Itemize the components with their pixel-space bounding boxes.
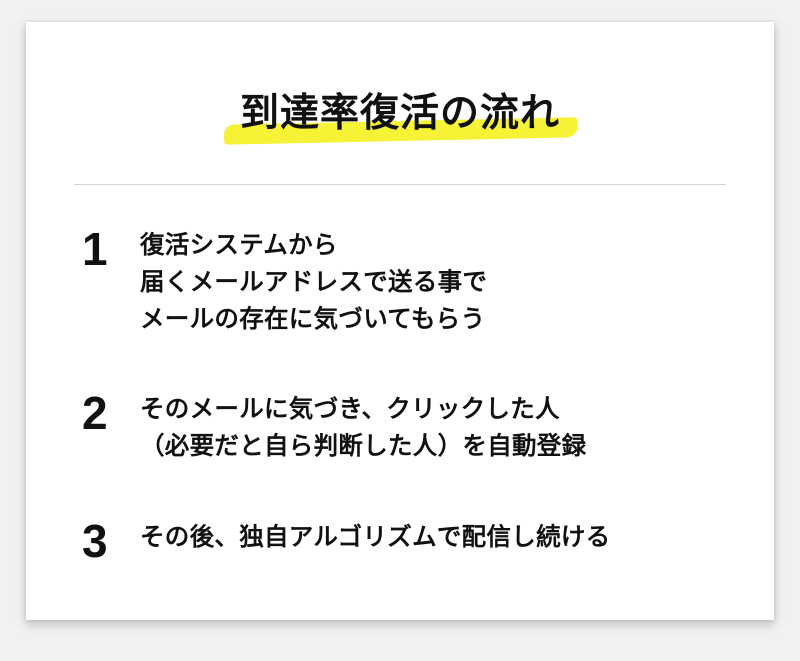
title-divider [74,184,726,185]
step-text-line: その後、独自アルゴリズムで配信し続ける [140,522,611,551]
step-number: 1 [82,223,108,275]
page-title-text: 到達率復活の流れ [239,91,560,136]
content-card: 到達率復活の流れ 1 復活システムから 届くメールアドレスで送る事で メールの存… [26,22,774,620]
step-text-line: そのメールに気づき、クリックした人 [140,394,560,423]
step-number: 3 [82,515,108,567]
step-text-line: 復活システムから [140,230,338,259]
page-title: 到達率復活の流れ [223,91,579,145]
step-description: その後、独自アルゴリズムで配信し続ける [140,518,754,555]
step-text-line: メールの存在に気づいてもらう [140,304,486,333]
step-description: 復活システムから 届くメールアドレスで送る事で メールの存在に気づいてもらう [140,226,754,337]
step-text-line: 届くメールアドレスで送る事で [140,267,488,296]
step-number: 2 [82,387,108,439]
title-area: 到達率復活の流れ [26,91,774,145]
step-text-line: （必要だと自ら判断した人）を自動登録 [140,431,587,460]
step-description: そのメールに気づき、クリックした人 （必要だと自ら判断した人）を自動登録 [140,390,754,464]
